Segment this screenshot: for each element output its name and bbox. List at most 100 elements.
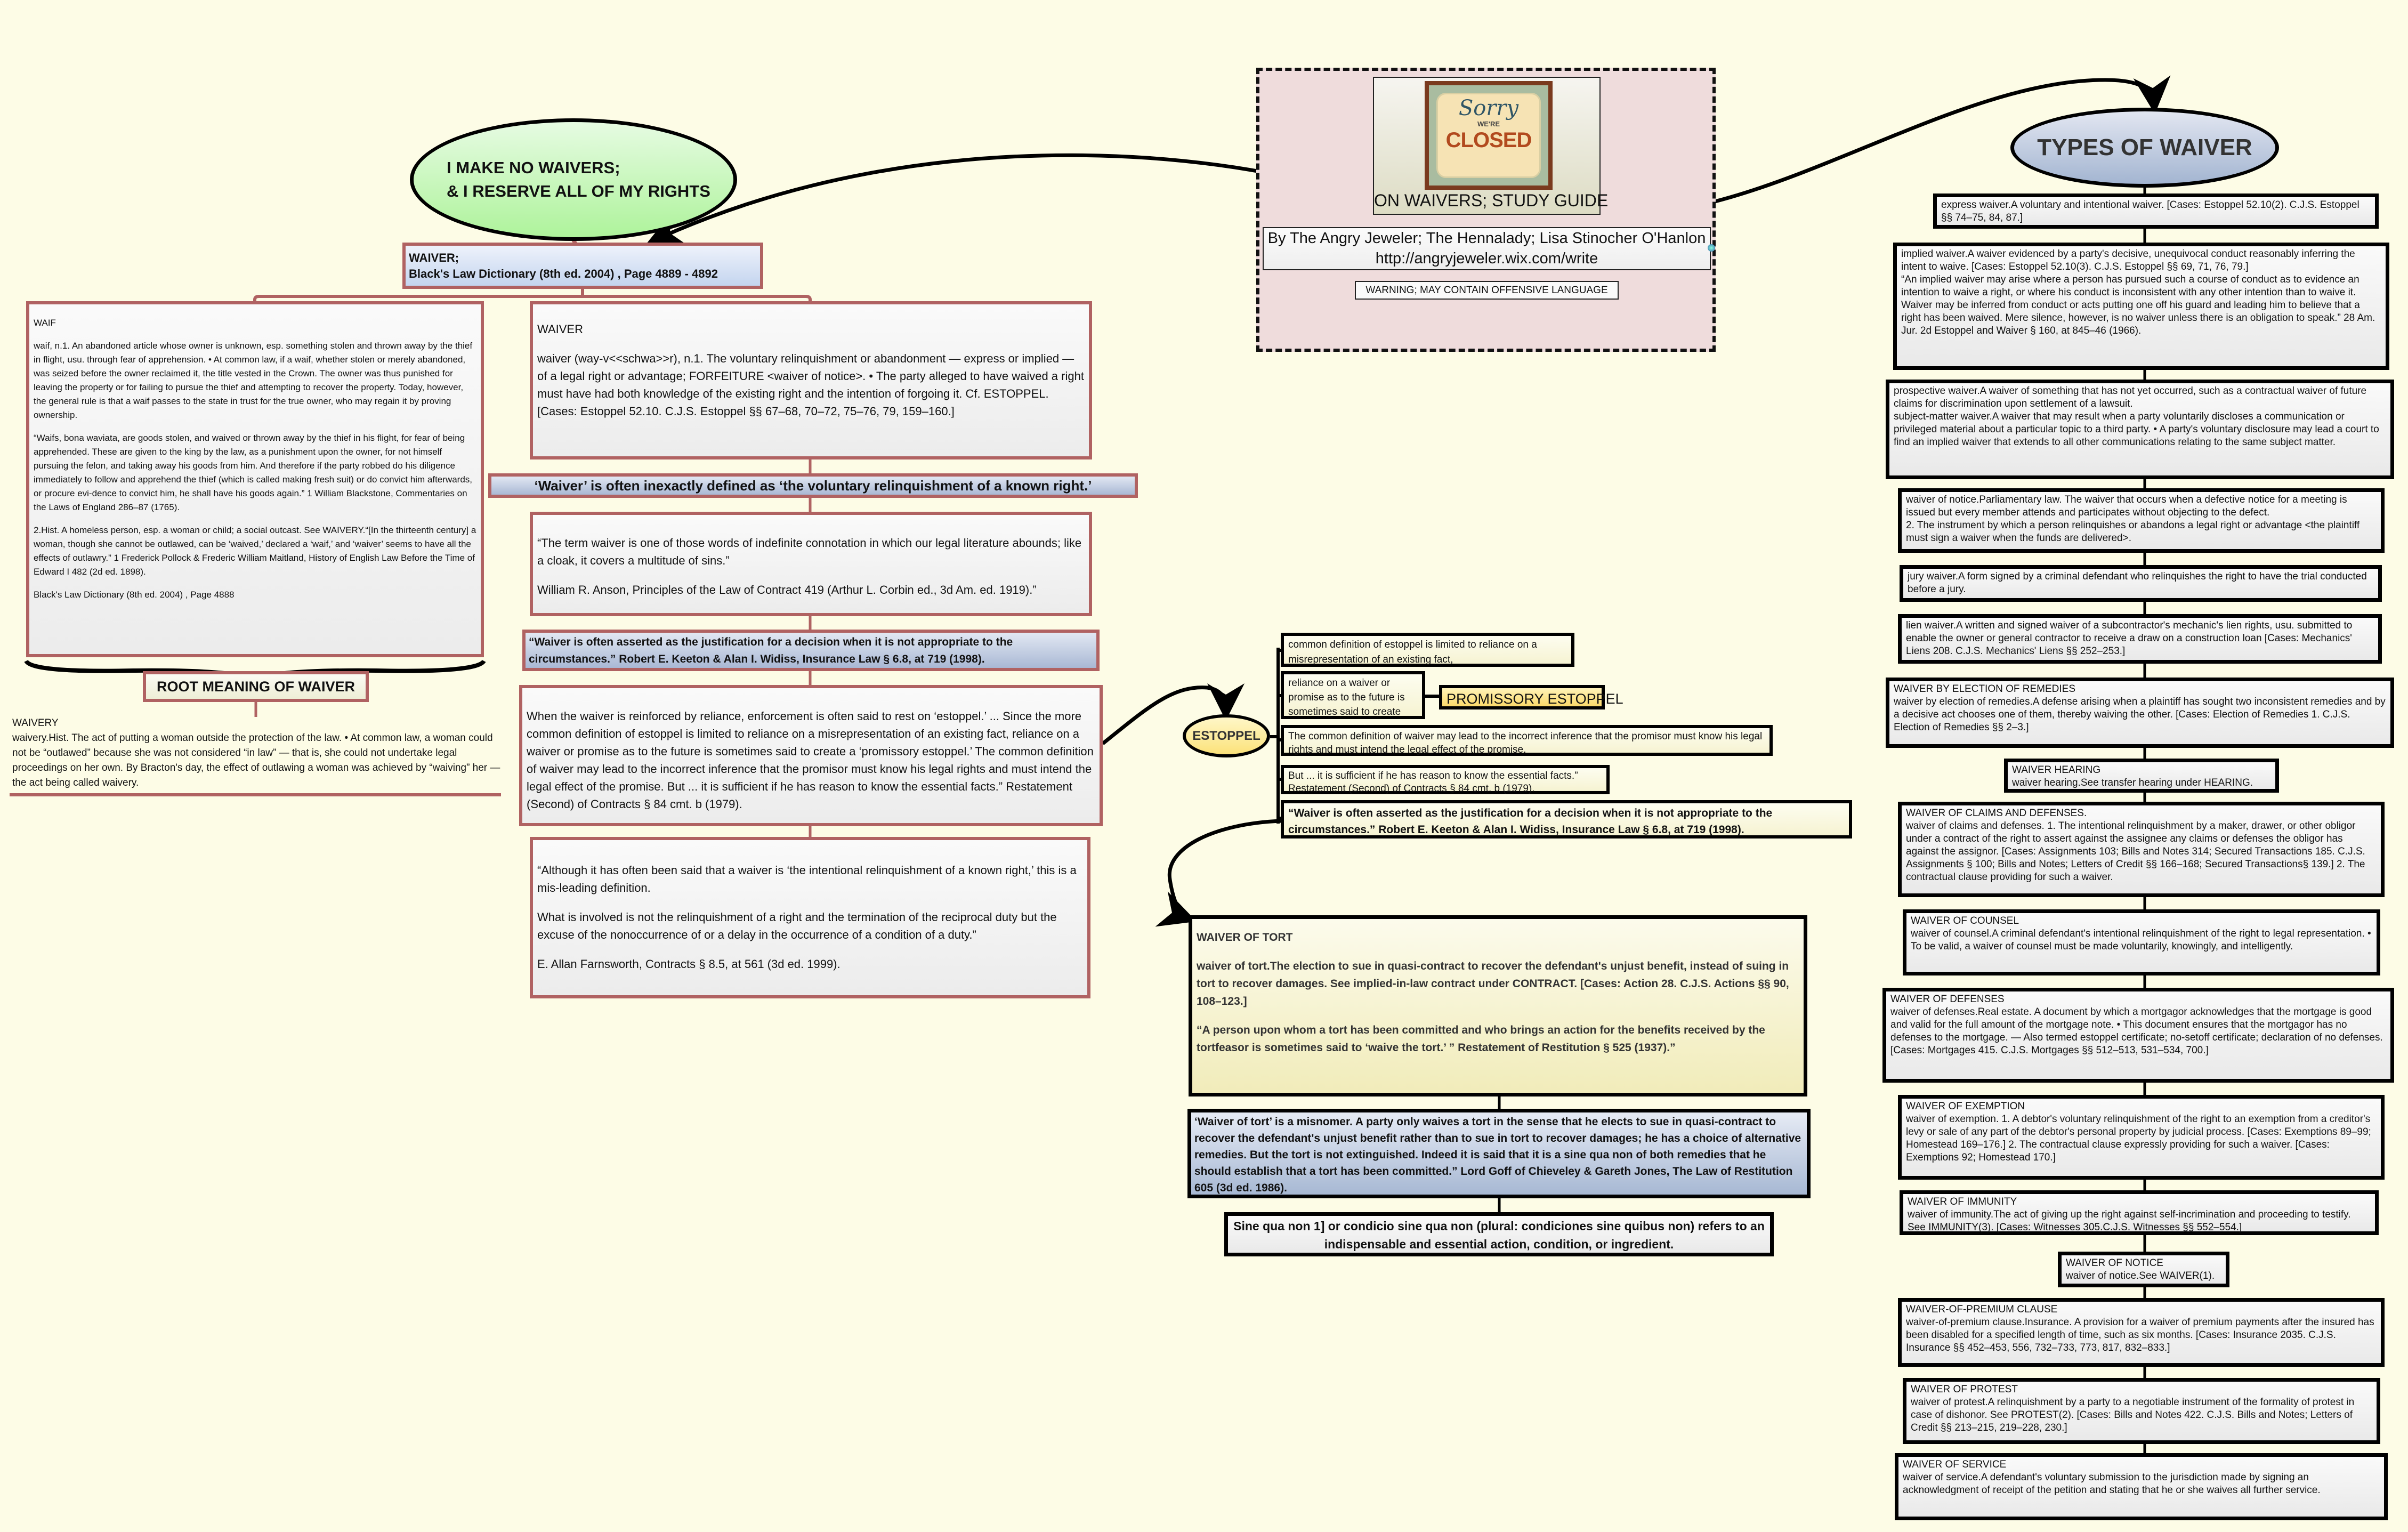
waiver-type-item[interactable]: prospective waiver.A waiver of something… — [1886, 380, 2394, 479]
waiver-header-node[interactable]: WAIVER; Black's Law Dictionary (8th ed. … — [402, 243, 763, 289]
waiver-definition-title: WAIVER — [537, 322, 583, 336]
waiver-type-heading: WAIVER OF DEFENSES — [1890, 994, 2005, 1005]
estoppel-keeton-quote[interactable]: “Waiver is often asserted as the justifi… — [1281, 800, 1852, 838]
waif-source: Black's Law Dictionary (8th ed. 2004) , … — [34, 590, 235, 600]
waiver-type-text: waiver of notice.See WAIVER(1). — [2066, 1270, 2215, 1281]
waivery-text: waivery.Hist. The act of putting a woman… — [12, 732, 500, 788]
waiver-definition-text: waiver (way-v<<schwa>>r), n.1. The volun… — [537, 352, 1084, 418]
waiver-type-text: waiver of counsel.A criminal defendant's… — [1911, 928, 2371, 952]
waif-definition: waif, n.1. An abandoned article whose ow… — [34, 341, 473, 420]
waiver-of-tort-node[interactable]: WAIVER OF TORT waiver of tort.The electi… — [1189, 915, 1807, 1096]
waiver-type-text: waiver of service.A defendant's voluntar… — [1903, 1472, 2321, 1496]
reservation-node[interactable]: I MAKE NO WAIVERS; & I RESERVE ALL OF MY… — [410, 118, 737, 241]
central-topic-title: ON WAIVERS; STUDY GUIDE — [1374, 191, 1609, 210]
waiver-type-text: waiver of claims and defenses. 1. The in… — [1906, 820, 2365, 883]
waiver-type-heading: WAIVER BY ELECTION OF REMEDIES — [1894, 683, 2076, 695]
waiver-type-text: waiver-of-premium clause.Insurance. A pr… — [1906, 1317, 2374, 1353]
waiver-type-item[interactable]: lien waiver.A written and signed waiver … — [1898, 614, 2382, 664]
author-node[interactable]: By The Angry Jeweler; The Hennalady; Lis… — [1263, 227, 1715, 270]
farnsworth-p2: What is involved is not the relinquishme… — [537, 910, 1057, 941]
waiver-type-item[interactable]: WAIVER-OF-PREMIUM CLAUSE waiver-of-premiu… — [1898, 1298, 2385, 1367]
waiver-type-heading: WAIVER OF IMMUNITY — [1908, 1196, 2017, 1207]
estoppel-inference[interactable]: The common definition of waiver may lead… — [1281, 725, 1773, 756]
waiver-definition-node[interactable]: WAIVER waiver (way-v<<schwa>>r), n.1. Th… — [530, 301, 1092, 459]
waivery-node[interactable]: WAIVERY waivery.Hist. The act of putting… — [12, 716, 503, 791]
waiver-type-text: prospective waiver.A waiver of something… — [1894, 385, 2367, 409]
promissory-estoppel-node[interactable]: PROMISSORY ESTOPPEL — [1439, 685, 1623, 709]
waiver-type-text: waiver of defenses.Real estate. A docume… — [1890, 1006, 2383, 1056]
warning-node[interactable]: WARNING; MAY CONTAIN OFFENSIVE LANGUAGE — [1355, 281, 1619, 300]
anson-quote: “The term waiver is one of those words o… — [537, 536, 1082, 567]
reservation-line-2: & I RESERVE ALL OF MY RIGHTS — [447, 182, 710, 200]
central-topic-node[interactable]: Sorry WE'RE CLOSED ON WAIVERS; STUDY GUI… — [1373, 77, 1609, 215]
waiver-type-item[interactable]: implied waiver.A waiver evidenced by a p… — [1893, 243, 2389, 370]
waiver-type-heading: WAIVER OF SERVICE — [1903, 1459, 2007, 1470]
farnsworth-quote-node[interactable]: “Although it has often been said that a … — [530, 837, 1090, 998]
waif-history: 2.Hist. A homeless person, esp. a woman … — [34, 525, 476, 577]
estoppel-node[interactable]: ESTOPPEL — [1183, 714, 1270, 757]
waiver-type-item[interactable]: WAIVER OF IMMUNITY waiver of immunity.The… — [1900, 1190, 2379, 1235]
inexact-definition-node[interactable]: ‘Waiver’ is often inexactly defined as ‘… — [488, 473, 1138, 498]
keeton-quote-node[interactable]: “Waiver is often asserted as the justifi… — [522, 630, 1100, 671]
waiver-type-item[interactable]: WAIVER OF PROTEST waiver of protest.A rel… — [1903, 1378, 2380, 1444]
waiver-of-tort-quote: “A person upon whom a tort has been comm… — [1197, 1024, 1765, 1054]
reservation-line-1: I MAKE NO WAIVERS; — [447, 158, 620, 177]
waiver-type-item[interactable]: WAIVER OF CLAIMS AND DEFENSES.waiver of … — [1898, 802, 2385, 897]
types-of-waiver-node[interactable]: TYPES OF WAIVER — [2010, 108, 2279, 188]
waiver-type-text: waiver of exemption. 1. A debtor's volun… — [1906, 1114, 2371, 1163]
sine-qua-non-node[interactable]: Sine qua non 1] or condicio sine qua non… — [1224, 1212, 1774, 1256]
waiver-type-item[interactable]: express waiver.A voluntary and intention… — [1933, 193, 2379, 229]
author-url-link[interactable]: http://angryjeweler.wix.com/write — [1375, 250, 1598, 267]
waiver-header-title: WAIVER; — [409, 251, 459, 264]
waiver-type-text: waiver of notice.Parliamentary law. The … — [1906, 494, 2347, 518]
waiver-type-text: waiver hearing.See transfer hearing unde… — [2012, 777, 2253, 788]
estoppel-sufficient[interactable]: But ... it is sufficient if he has reaso… — [1281, 765, 1610, 794]
waiver-type-heading: WAIVER OF CLAIMS AND DEFENSES. — [1906, 808, 2087, 819]
waiver-type-heading: WAIVER OF PROTEST — [1911, 1384, 2018, 1395]
waivery-title: WAIVERY — [12, 717, 59, 729]
waiver-type-text: waiver of immunity.The act of giving up … — [1908, 1209, 2351, 1233]
waiver-type-heading: WAIVER OF NOTICE — [2066, 1257, 2163, 1269]
waiver-type-heading: WAIVER-OF-PREMIUM CLAUSE — [1906, 1304, 2058, 1315]
waiver-type-item[interactable]: WAIVER OF EXEMPTION waiver of exemption. … — [1898, 1095, 2385, 1180]
waiver-of-tort-title: WAIVER OF TORT — [1197, 931, 1293, 944]
waif-title: WAIF — [34, 318, 56, 328]
waiver-type-heading: WAIVER OF COUNSEL — [1911, 915, 2019, 926]
anson-cite: William R. Anson, Principles of the Law … — [537, 583, 1037, 596]
waiver-of-tort-definition: waiver of tort.The election to sue in qu… — [1197, 960, 1789, 1007]
waiver-type-text: 2. The instrument by which a person reli… — [1906, 520, 2360, 544]
waiver-type-heading: WAIVER HEARING — [2012, 764, 2101, 776]
waiver-type-text: express waiver.A voluntary and intention… — [1941, 199, 2359, 223]
waiver-type-item[interactable]: waiver of notice.Parliamentary law. The … — [1898, 488, 2385, 553]
estoppel-reliance[interactable]: reliance on a waiver or promise as to th… — [1281, 671, 1425, 719]
waiver-type-item[interactable]: WAIVER OF SERVICE waiver of service.A def… — [1895, 1453, 2388, 1520]
waiver-type-text: subject-matter waiver.A waiver that may … — [1894, 411, 2379, 448]
waiver-type-heading: WAIVER OF EXEMPTION — [1906, 1101, 2025, 1112]
waiver-type-item[interactable]: jury waiver.A form signed by a criminal … — [1900, 565, 2382, 602]
waiver-type-text: waiver by election of remedies.A defense… — [1894, 696, 2386, 733]
sorry-text: Sorry — [1458, 96, 1519, 120]
farnsworth-p1: “Although it has often been said that a … — [537, 864, 1077, 894]
misnomer-quote-node[interactable]: ‘Waiver of tort’ is a misnomer. A party … — [1187, 1109, 1811, 1198]
estoppel-common-definition[interactable]: common definition of estoppel is limited… — [1281, 633, 1574, 667]
waiver-type-text: jury waiver.A form signed by a criminal … — [1908, 571, 2367, 595]
waiver-type-item[interactable]: WAIVER OF COUNSEL waiver of counsel.A cri… — [1903, 909, 2380, 975]
sorry-closed-image: Sorry WE'RE CLOSED — [1425, 81, 1553, 190]
reliance-quote-node[interactable]: When the waiver is reinforced by relianc… — [519, 685, 1103, 826]
farnsworth-cite: E. Allan Farnsworth, Contracts § 8.5, at… — [537, 957, 841, 971]
root-meaning-node[interactable]: ROOT MEANING OF WAIVER — [143, 671, 369, 702]
globe-link-icon[interactable] — [1708, 244, 1715, 252]
waiver-type-text: implied waiver.A waiver evidenced by a p… — [1901, 248, 2355, 272]
arrow-keeton-to-tort — [1155, 819, 1281, 927]
anson-quote-node[interactable]: “The term waiver is one of those words o… — [530, 512, 1092, 616]
waiver-type-text: “An implied waiver may arise where a per… — [1901, 274, 2375, 336]
were-text: WE'RE — [1477, 120, 1500, 128]
waiver-header-source: Black's Law Dictionary (8th ed. 2004) , … — [409, 267, 718, 280]
waif-node[interactable]: WAIF waif, n.1. An abandoned article who… — [26, 301, 484, 657]
waiver-type-text: lien waiver.A written and signed waiver … — [1906, 620, 2353, 657]
waiver-type-text: waiver of protest.A relinquishment by a … — [1911, 1397, 2355, 1433]
